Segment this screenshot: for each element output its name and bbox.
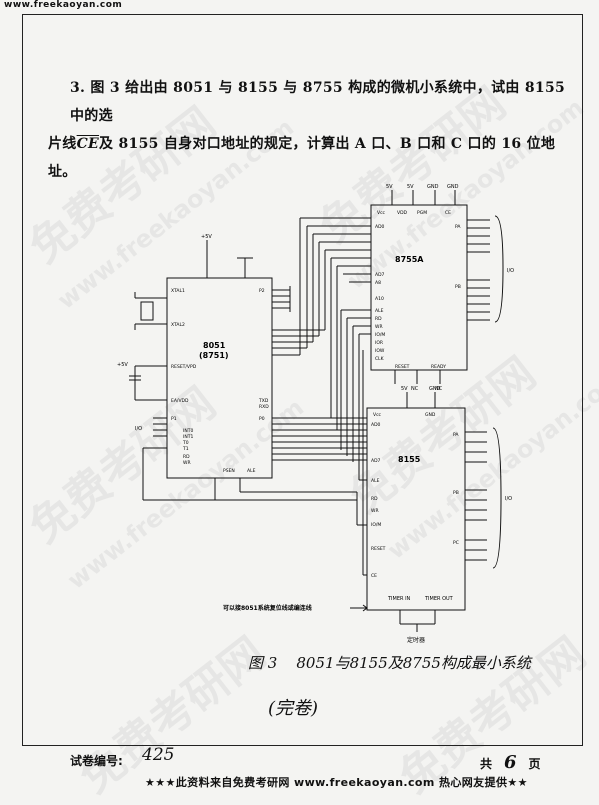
end-of-paper-mark: (完卷) [268, 698, 319, 719]
figure-number: 图 3 [248, 654, 278, 672]
circuit-diagram: 8755A 8051 (8751) 8155 5V 5V GND GND +5V… [117, 184, 514, 644]
pin-label: IOW [375, 348, 385, 354]
header-url: www.freekaoyan.com [4, 0, 123, 10]
chip-8755a [370, 204, 468, 371]
figure-title: 8051与8155及8755构成最小系统 [296, 654, 531, 672]
chip-8155-label: 8155 [398, 455, 421, 464]
supply-label: GND [447, 184, 459, 190]
page-count-value: 6 [504, 752, 517, 773]
pin-label: TXD [258, 398, 269, 404]
pin-label: VDD [397, 210, 408, 216]
question-line-2-pre: 片线 [48, 136, 77, 152]
pin-label: PSEN [223, 468, 235, 474]
pin-label: GND [425, 412, 436, 418]
pin-label: IOR [375, 340, 383, 346]
pin-label: T1 [182, 446, 189, 452]
timer-out-label: TIMER OUT [424, 596, 454, 602]
pin-label: INT0 [183, 428, 193, 434]
pin-label: RD [183, 454, 190, 460]
pin-label: ALE [375, 308, 384, 314]
chip-8755a-label: 8755A [395, 255, 424, 264]
pin-label: PA [455, 224, 461, 230]
supply-label: NC [411, 386, 419, 392]
supply-label: GND [427, 184, 439, 190]
diagram-note: 可以接8051系统复位线或编连线 [223, 604, 312, 612]
pin-label: IO/M [371, 522, 381, 528]
timer-block-label: 定时器 [407, 636, 425, 644]
supply-label: 5V [401, 386, 408, 392]
pin-label: INT1 [183, 434, 193, 440]
page-count-prefix: 共 [480, 757, 493, 771]
pin-label: PA [453, 432, 459, 438]
pin-label: RXD [259, 404, 269, 410]
pin-label: PB [455, 284, 461, 290]
pin-label: RESET/VPD [171, 364, 197, 370]
page-frame [22, 14, 583, 746]
pin-label: RD [371, 496, 378, 502]
supply-label: +5V [201, 234, 212, 240]
pin-label: CE [371, 573, 377, 579]
chip-8155 [366, 407, 466, 611]
question-line-1: 3. 图 3 给出由 8051 与 8155 与 8755 构成的微机小系统中，… [70, 80, 566, 124]
pin-label: CE [445, 210, 451, 216]
pin-label: Vcc [373, 412, 382, 418]
supply-label: GND [429, 386, 441, 392]
pin-label: PC [453, 540, 459, 546]
io-label: I/O [507, 268, 514, 274]
pin-label: ALE [371, 478, 380, 484]
footer-banner: ★★★此资料来自免费考研网 www.freekaoyan.com 热心网友提供★… [145, 776, 528, 789]
ce-signal: CE [76, 136, 100, 152]
pin-label: XTAL2 [171, 322, 185, 328]
pin-label: IO/M [375, 332, 385, 338]
supply-label: NC [435, 386, 443, 392]
chip-8751-label: (8751) [199, 351, 229, 360]
paper-number: 425 [142, 745, 175, 765]
pin-label: WR [371, 508, 379, 514]
pin-label: P0 [259, 416, 265, 422]
question-line-2-post: 及 8155 自身对口地址的规定，计算出 A 口、B 口和 C 口的 16 位地… [48, 136, 556, 180]
pin-label: A10 [375, 296, 384, 302]
io-label: I/O [505, 496, 512, 502]
timer-in-label: TIMER IN [387, 596, 411, 602]
pin-label: Vcc [377, 210, 386, 216]
question-line-2: 片线CE及 8155 自身对口地址的规定，计算出 A 口、B 口和 C 口的 1… [48, 130, 570, 186]
chip-8051-label: 8051 [203, 341, 226, 350]
pin-label: AD7 [375, 272, 385, 278]
pin-label: AD7 [371, 458, 381, 464]
question-text: 3. 图 3 给出由 8051 与 8155 与 8755 构成的微机小系统中，… [48, 74, 570, 186]
pin-label: A8 [375, 280, 381, 286]
pin-label: EA/VDD [171, 398, 189, 404]
pin-label: P2 [259, 288, 265, 294]
pin-label: RESET [395, 364, 410, 370]
pin-label: WR [375, 324, 383, 330]
io-label: I/O [135, 426, 142, 432]
pin-label: AD0 [371, 422, 381, 428]
supply-label: 5V [407, 184, 414, 190]
page-count-suffix: 页 [528, 757, 541, 771]
pin-label: XTAL1 [171, 288, 185, 294]
pin-label: PB [453, 490, 459, 496]
pin-label: WR [183, 460, 191, 466]
pin-label: RD [375, 316, 382, 322]
pin-label: T0 [182, 440, 189, 446]
paper-number-label: 试卷编号: [70, 754, 123, 768]
supply-label: 5V [386, 184, 393, 190]
supply-label: +5V [117, 362, 128, 368]
pin-label: CLK [375, 356, 385, 362]
figure-caption: 图 3 8051与8155及8755构成最小系统 [248, 652, 531, 673]
pin-label: RESET [371, 546, 386, 552]
pin-label: ALE [247, 468, 256, 474]
chip-8051 [166, 277, 273, 479]
pin-label: P1 [171, 416, 177, 422]
pin-label: PGM [417, 210, 427, 216]
pin-label: READY [431, 364, 446, 370]
pin-label: AD0 [375, 224, 385, 230]
